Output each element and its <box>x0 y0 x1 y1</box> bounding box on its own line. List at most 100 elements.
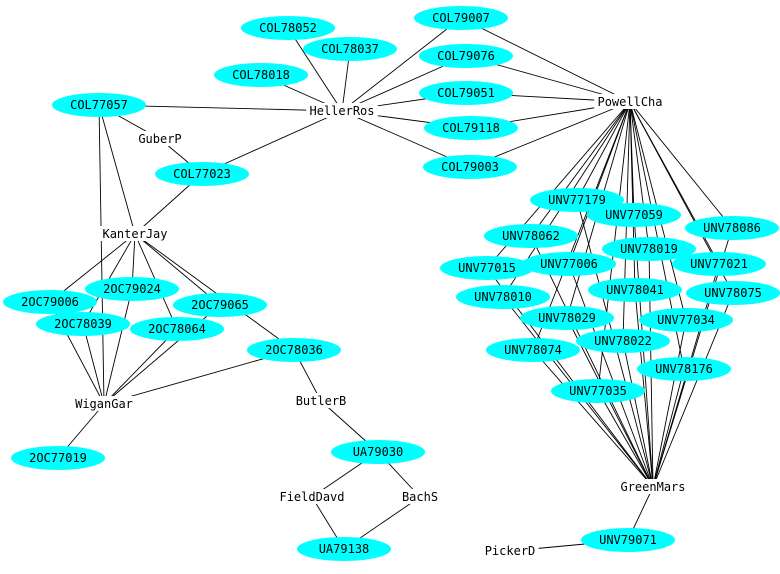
document-node-2OC79065[interactable]: 2OC79065 <box>173 293 267 317</box>
node-ellipse <box>303 37 397 61</box>
edge-HellerRos-COL79007 <box>341 17 462 112</box>
document-node-2OC78064[interactable]: 2OC78064 <box>130 317 224 341</box>
document-node-label: UNV78029 <box>538 311 596 325</box>
document-node-COL79003[interactable]: COL79003 <box>423 155 517 179</box>
document-node-COL79118[interactable]: COL79118 <box>424 116 518 140</box>
document-node-2OC79006[interactable]: 2OC79006 <box>3 290 97 314</box>
document-node-label: UA79138 <box>319 542 370 556</box>
document-node-label: UNV77034 <box>657 313 715 327</box>
person-node-label: GreenMars <box>620 480 685 494</box>
document-node-UNV78019[interactable]: UNV78019 <box>602 237 696 261</box>
document-node-COL79007[interactable]: COL79007 <box>414 6 508 30</box>
node-ellipse <box>247 338 341 362</box>
document-node-UNV77034[interactable]: UNV77034 <box>639 308 733 332</box>
node-ellipse <box>414 6 508 30</box>
document-node-UNV78022[interactable]: UNV78022 <box>576 329 670 353</box>
document-node-COL78052[interactable]: COL78052 <box>241 16 335 40</box>
edge-GreenMars-UNV78041 <box>634 289 654 488</box>
document-node-UNV79071[interactable]: UNV79071 <box>581 528 675 552</box>
document-node-2OC78036[interactable]: 2OC78036 <box>247 338 341 362</box>
document-node-label: COL78018 <box>232 68 290 82</box>
person-node-GreenMars[interactable]: GreenMars <box>617 479 689 494</box>
person-node-backing <box>306 103 378 118</box>
document-node-label: UNV78022 <box>594 334 652 348</box>
person-node-KanterJay[interactable]: KanterJay <box>99 226 171 241</box>
person-node-BachS[interactable]: BachS <box>398 489 442 504</box>
document-node-UNV78086[interactable]: UNV78086 <box>685 216 779 240</box>
person-node-GuberP[interactable]: GuberP <box>135 131 185 146</box>
person-node-WiganGar[interactable]: WiganGar <box>71 396 137 411</box>
document-node-label: UNV78176 <box>655 362 713 376</box>
node-ellipse <box>520 306 614 330</box>
document-node-label: COL79007 <box>432 11 490 25</box>
node-ellipse <box>130 317 224 341</box>
document-node-UNV77006[interactable]: UNV77006 <box>522 252 616 276</box>
document-node-UNV77059[interactable]: UNV77059 <box>587 203 681 227</box>
person-node-label: PowellCha <box>597 95 662 109</box>
edge-KanterJay-2OC79065 <box>134 233 221 306</box>
edge-GreenMars-UNV77006 <box>568 263 654 488</box>
person-node-label: WiganGar <box>75 397 133 411</box>
document-node-2OC77019[interactable]: 2OC77019 <box>11 446 105 470</box>
edge-HellerRos-COL78052 <box>287 27 343 112</box>
document-node-UNV78176[interactable]: UNV78176 <box>637 357 731 381</box>
person-node-label: PickerD <box>485 544 536 558</box>
document-node-UNV78041[interactable]: UNV78041 <box>588 278 682 302</box>
person-node-HellerRos[interactable]: HellerRos <box>306 103 378 118</box>
edge-GreenMars-UNV78074 <box>532 349 654 488</box>
node-ellipse <box>36 312 130 336</box>
document-node-label: COL79076 <box>437 49 495 63</box>
document-node-UA79138[interactable]: UA79138 <box>297 537 391 561</box>
document-node-label: UNV78075 <box>704 286 762 300</box>
node-ellipse <box>419 81 513 105</box>
edge-GreenMars-UNV78062 <box>530 235 654 488</box>
document-node-COL79076[interactable]: COL79076 <box>419 44 513 68</box>
node-ellipse <box>440 256 534 280</box>
document-node-UNV78010[interactable]: UNV78010 <box>456 285 550 309</box>
document-node-UNV78029[interactable]: UNV78029 <box>520 306 614 330</box>
person-node-ButlerB[interactable]: ButlerB <box>292 393 350 408</box>
document-node-label: UNV78086 <box>703 221 761 235</box>
edge-PowellCha-UNV78062 <box>530 101 631 237</box>
document-node-COL78037[interactable]: COL78037 <box>303 37 397 61</box>
document-node-2OC79024[interactable]: 2OC79024 <box>85 277 179 301</box>
edge-PowellCha-UNV77179 <box>576 101 631 201</box>
person-node-backing <box>594 94 666 109</box>
document-node-COL79051[interactable]: COL79051 <box>419 81 513 105</box>
document-node-label: UNV77059 <box>605 208 663 222</box>
person-node-backing <box>135 131 185 146</box>
person-node-label: KanterJay <box>102 227 167 241</box>
document-node-UNV78062[interactable]: UNV78062 <box>484 224 578 248</box>
document-node-UNV77035[interactable]: UNV77035 <box>551 379 645 403</box>
person-node-label: BachS <box>402 490 438 504</box>
edge-GreenMars-UNV77035 <box>597 390 654 488</box>
node-ellipse <box>419 44 513 68</box>
document-node-label: UNV77021 <box>690 257 748 271</box>
document-node-COL78018[interactable]: COL78018 <box>214 63 308 87</box>
person-node-label: HellerRos <box>309 104 374 118</box>
document-node-UNV77021[interactable]: UNV77021 <box>672 252 766 276</box>
document-node-label: 2OC79006 <box>21 295 79 309</box>
document-node-UNV77179[interactable]: UNV77179 <box>530 188 624 212</box>
node-ellipse <box>173 293 267 317</box>
person-node-PickerD[interactable]: PickerD <box>481 543 539 558</box>
document-node-label: UNV77015 <box>458 261 516 275</box>
document-node-UNV77015[interactable]: UNV77015 <box>440 256 534 280</box>
document-node-2OC78039[interactable]: 2OC78039 <box>36 312 130 336</box>
person-node-FieldDavd[interactable]: FieldDavd <box>276 489 348 504</box>
edge-PowellCha-COL79007 <box>460 17 631 103</box>
document-node-label: UA79030 <box>353 445 404 459</box>
person-node-backing <box>398 489 442 504</box>
document-node-COL77057[interactable]: COL77057 <box>52 93 146 117</box>
document-node-label: UNV77179 <box>548 193 606 207</box>
document-node-UNV78075[interactable]: UNV78075 <box>686 281 780 305</box>
person-node-PowellCha[interactable]: PowellCha <box>594 94 666 109</box>
document-node-label: COL78037 <box>321 42 379 56</box>
node-ellipse <box>685 216 779 240</box>
node-ellipse <box>581 528 675 552</box>
document-node-UNV78074[interactable]: UNV78074 <box>486 338 580 362</box>
document-node-label: 2OC79065 <box>191 298 249 312</box>
document-node-UA79030[interactable]: UA79030 <box>331 440 425 464</box>
document-node-COL77023[interactable]: COL77023 <box>155 162 249 186</box>
